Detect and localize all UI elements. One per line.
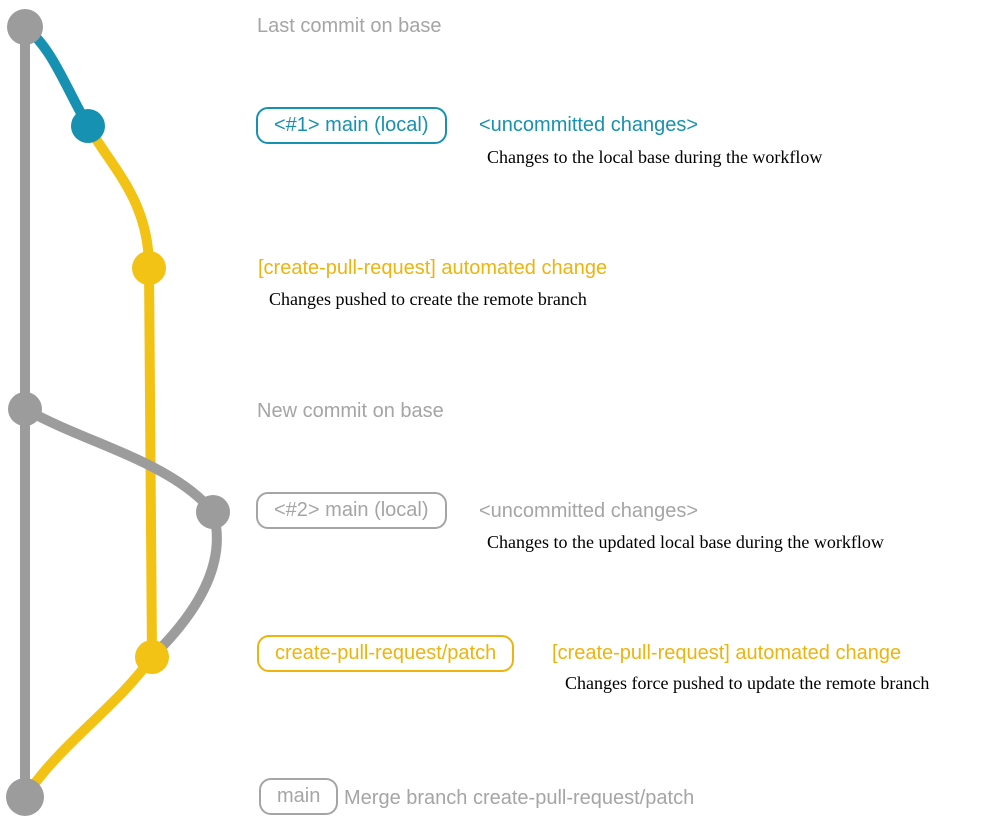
commit-message-automated-2: [create-pull-request] automated change	[552, 642, 902, 664]
commit-description-1: Changes to the local base during the wor…	[487, 147, 823, 167]
commit-dot-local-main-1	[71, 109, 105, 143]
commit-dot-new-base	[8, 392, 42, 426]
last-commit-on-base-label: Last commit on base	[257, 15, 442, 37]
branch-badge-main-local-1: <#1> main (local)	[256, 107, 447, 144]
commit-dot-automated-1	[132, 251, 166, 285]
commit-message-uncommitted-2: <uncommitted changes>	[479, 500, 699, 522]
commit-dot-local-main-2	[196, 495, 230, 529]
commit-graph	[6, 9, 230, 816]
branch-badge-main: main	[259, 778, 339, 815]
edge-base-to-local-main-2	[20, 404, 218, 517]
commit-description-4: Changes force pushed to update the remot…	[565, 673, 930, 693]
commit-description-2: Changes pushed to create the remote bran…	[269, 289, 587, 309]
new-commit-on-base-label: New commit on base	[257, 400, 444, 422]
commit-dot-automated-2	[135, 640, 169, 674]
commit-message-automated-1: [create-pull-request] automated change	[258, 257, 608, 279]
edge-local-main-2-to-patch	[147, 507, 222, 662]
commit-dot-merge	[6, 778, 44, 816]
edge-local-main-to-patch-branch	[83, 121, 154, 273]
branch-badge-create-pull-request-patch: create-pull-request/patch	[257, 635, 515, 672]
commit-message-uncommitted-1: <uncommitted changes>	[479, 114, 699, 136]
branch-badge-main-local-2: <#2> main (local)	[256, 492, 447, 529]
edge-patch-to-merge	[20, 652, 157, 802]
commit-dot-last-base	[7, 9, 43, 45]
commit-description-3: Changes to the updated local base during…	[487, 532, 884, 552]
commit-message-merge: Merge branch create-pull-request/patch	[344, 787, 695, 809]
